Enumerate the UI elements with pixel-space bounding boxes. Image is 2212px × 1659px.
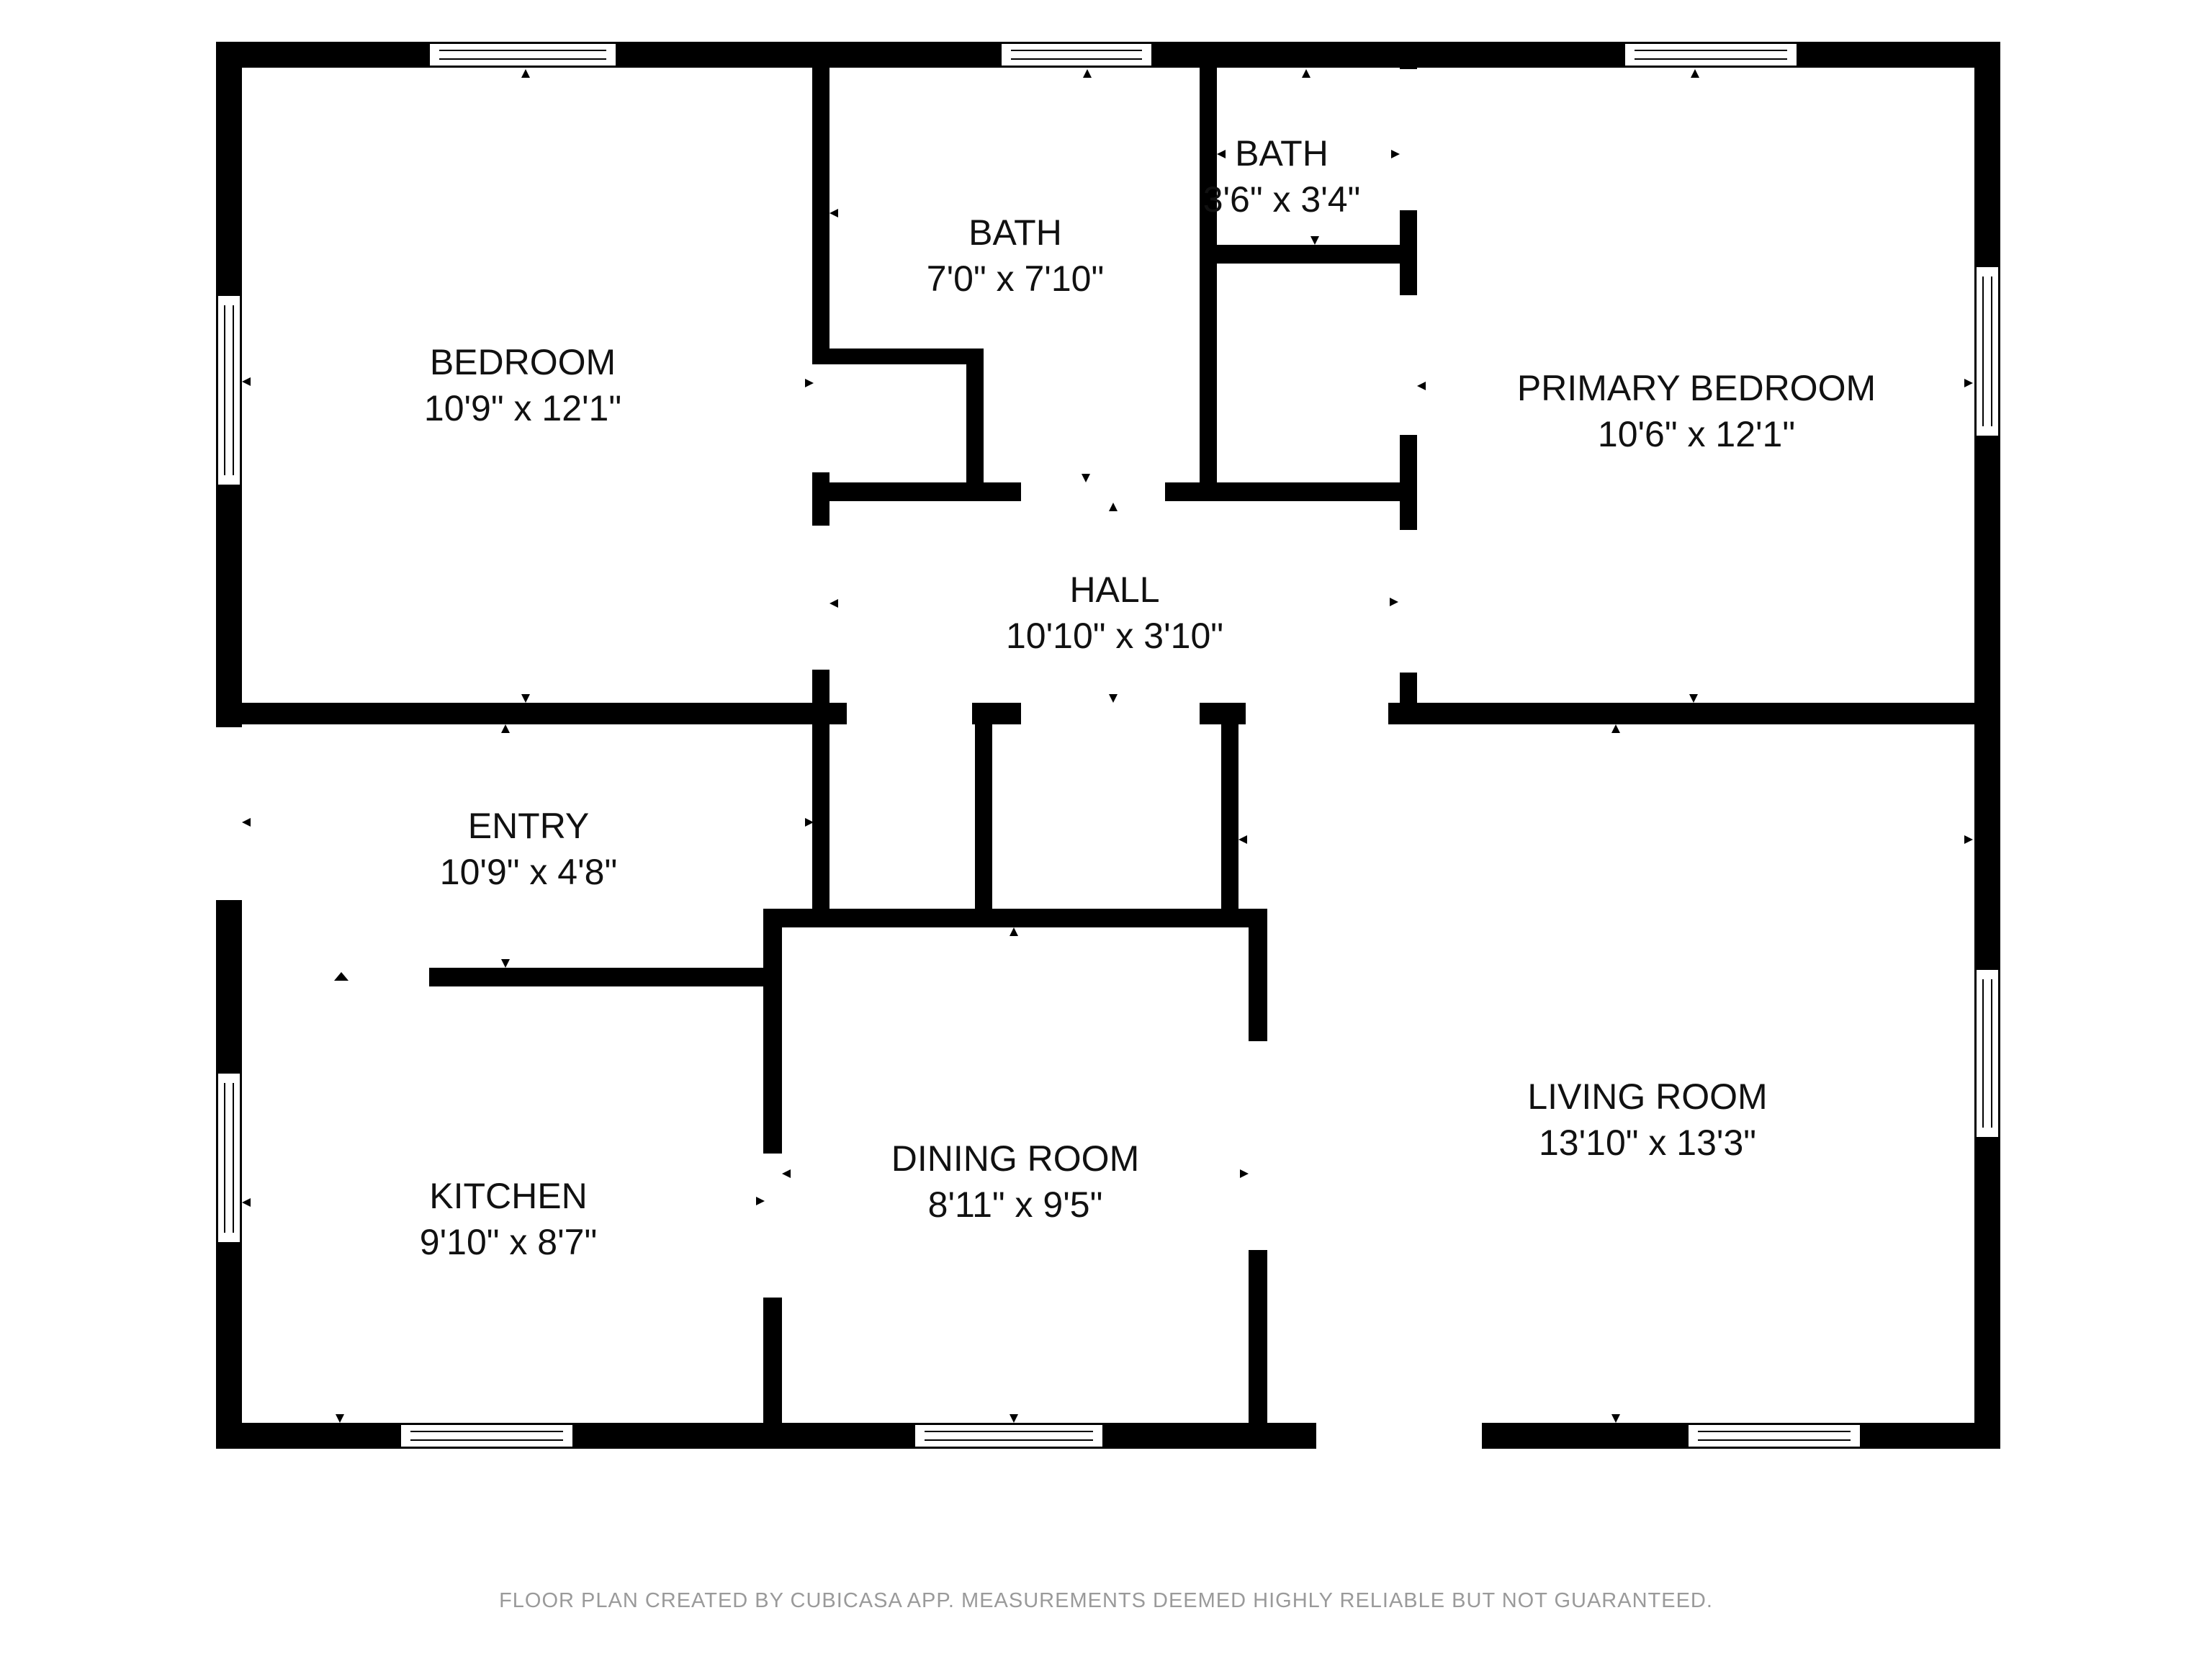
footer-disclaimer: FLOOR PLAN CREATED BY CUBICASA APP. MEAS…	[499, 1589, 1713, 1612]
marker-left	[1238, 835, 1247, 844]
marker-down	[501, 959, 510, 968]
windows	[217, 42, 2000, 1448]
marker-left	[242, 818, 251, 827]
openings	[215, 69, 1482, 1450]
marker-left	[242, 377, 251, 386]
opening-hall-2	[1021, 701, 1200, 726]
marker-down	[336, 1414, 344, 1423]
door-primary-bath	[1398, 69, 1419, 210]
marker-up	[1109, 503, 1118, 511]
marker-right	[1391, 150, 1400, 158]
window-left-kitchen	[217, 1072, 241, 1244]
window-bottom-living	[1687, 1424, 1861, 1448]
marker-left	[830, 209, 838, 217]
marker-up	[1611, 724, 1620, 733]
room-name-kitchen: KITCHEN	[429, 1176, 587, 1216]
marker-right	[805, 818, 814, 827]
room-dims-kitchen: 9'10" x 8'7"	[420, 1222, 597, 1262]
door-bedroom-bath	[811, 364, 831, 472]
dimension-markers	[242, 69, 1973, 1423]
room-name-small-bath: BATH	[1235, 133, 1328, 174]
door-bath-hall	[1021, 481, 1165, 503]
door-primary-hall	[1398, 530, 1419, 673]
marker-up	[1691, 69, 1699, 78]
room-dims-living-room: 13'10" x 13'3"	[1539, 1123, 1756, 1163]
marker-up	[521, 69, 530, 78]
opening-hall-3	[1246, 701, 1388, 726]
wall-smallbath-bottom	[1200, 245, 1408, 264]
marker-left	[782, 1169, 791, 1178]
room-name-primary-bedroom: PRIMARY BEDROOM	[1517, 368, 1876, 408]
room-dims-hall: 10'10" x 3'10"	[1006, 616, 1223, 656]
marker-right	[1240, 1169, 1249, 1178]
window-right-living	[1975, 968, 2000, 1138]
marker-right	[1964, 379, 1973, 387]
room-name-bedroom: BEDROOM	[430, 342, 616, 382]
door-dining-living	[1247, 1041, 1269, 1250]
marker-down	[1109, 694, 1118, 703]
marker-down	[1010, 1414, 1018, 1423]
room-name-dining-room: DINING ROOM	[891, 1138, 1139, 1179]
room-labels: BEDROOM 10'9" x 12'1" BATH 7'0" x 7'10" …	[420, 133, 1876, 1262]
marker-up	[1010, 927, 1018, 936]
marker-right	[1964, 835, 1973, 844]
room-dims-bath: 7'0" x 7'10"	[927, 258, 1104, 299]
room-dims-primary-bedroom: 10'6" x 12'1"	[1598, 414, 1795, 454]
marker-down	[1310, 236, 1319, 245]
wall-stub-3	[1221, 703, 1238, 920]
door-entry-left	[215, 727, 243, 900]
opening-hall-1	[847, 701, 972, 726]
marker-down	[1611, 1414, 1620, 1423]
marker-down	[1689, 694, 1698, 703]
marker-right	[805, 379, 814, 387]
window-bottom-dining	[914, 1424, 1104, 1448]
door-hall-bedroom	[811, 526, 831, 670]
room-name-living-room: LIVING ROOM	[1527, 1076, 1767, 1117]
room-dims-entry: 10'9" x 4'8"	[440, 852, 617, 892]
marker-up	[334, 972, 349, 981]
window-top-bath	[1000, 42, 1153, 67]
wall-entry-kitchen	[429, 968, 773, 986]
window-bottom-kitchen	[400, 1424, 574, 1448]
wall-stub-1	[812, 703, 830, 920]
wall-bath-notch-top	[821, 349, 984, 364]
marker-right	[756, 1197, 765, 1205]
marker-left	[1217, 150, 1226, 158]
marker-down	[1082, 474, 1090, 482]
wall-bath-notch-side	[966, 349, 984, 498]
marker-up	[1083, 69, 1092, 78]
room-dims-dining-room: 8'11" x 9'5"	[928, 1184, 1103, 1225]
door-living-exterior	[1316, 1421, 1482, 1450]
window-top-primary	[1624, 42, 1798, 67]
door-primary-closet	[1398, 295, 1419, 435]
room-name-hall: HALL	[1069, 570, 1159, 610]
window-top-bedroom	[428, 42, 617, 67]
window-right-primary	[1975, 266, 2000, 437]
room-dims-small-bath: 3'6" x 3'4"	[1203, 179, 1361, 220]
marker-right	[1390, 598, 1398, 606]
marker-up	[501, 724, 510, 733]
door-kitchen-dining	[762, 1154, 783, 1298]
wall-bath-smallbath	[1200, 62, 1217, 501]
room-name-bath: BATH	[968, 212, 1062, 253]
wall-outer-right	[1974, 42, 2000, 1449]
marker-up	[1302, 69, 1310, 78]
marker-left	[1417, 382, 1426, 390]
room-dims-bedroom: 10'9" x 12'1"	[424, 388, 621, 428]
window-left-bedroom	[217, 295, 241, 486]
marker-left	[242, 1198, 251, 1207]
room-name-entry: ENTRY	[468, 806, 590, 846]
marker-down	[521, 694, 530, 703]
wall-stub-2	[975, 703, 992, 920]
marker-left	[830, 599, 838, 608]
wall-dining-top	[763, 909, 1267, 927]
